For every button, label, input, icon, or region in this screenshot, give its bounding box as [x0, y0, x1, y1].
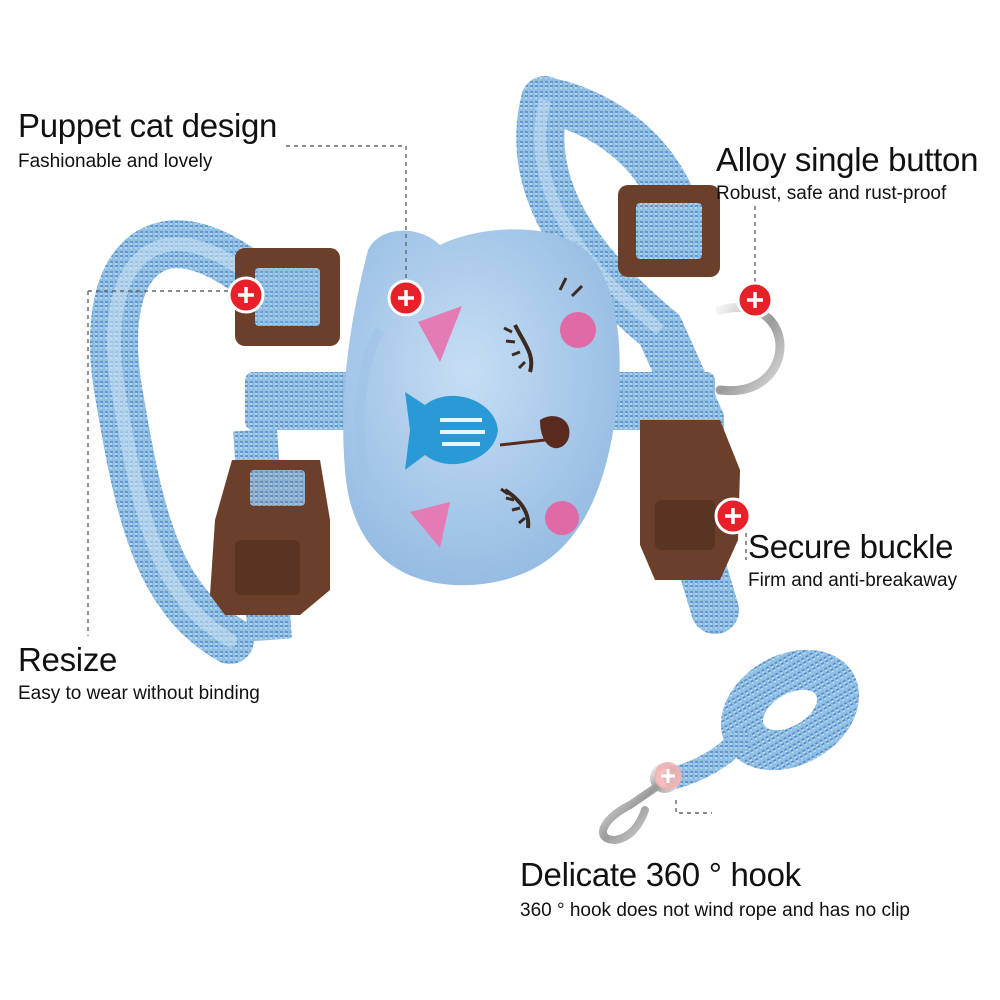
- plus-marker-icon: [736, 281, 774, 319]
- callout-360-hook: Delicate 360 ° hook 360 ° hook does not …: [520, 857, 910, 923]
- left-strap: [90, 220, 274, 664]
- callout-title: Secure buckle: [748, 528, 954, 565]
- callout-resize: Resize Easy to wear without binding: [18, 642, 260, 706]
- plus-marker-icon: [387, 279, 425, 317]
- callout-secure-buckle: Secure buckle Firm and anti-breakaway: [748, 529, 957, 593]
- left-release-buckle: [210, 460, 330, 615]
- plus-marker-icon: [654, 762, 682, 790]
- callout-subtitle: 360 ° hook does not wind rope and has no…: [520, 900, 910, 921]
- callout-title: Alloy single button: [716, 141, 979, 178]
- callout-alloy-single-button: Alloy single button Robust, safe and rus…: [716, 142, 978, 206]
- leader-lines: [87, 145, 756, 814]
- callout-title: Resize: [18, 641, 118, 678]
- callout-puppet-cat-design: Puppet cat design Fashionable and lovely: [18, 108, 277, 174]
- callout-title: Puppet cat design: [18, 107, 278, 144]
- right-release-buckle: [640, 420, 740, 580]
- callout-subtitle: Robust, safe and rust-proof: [716, 183, 947, 204]
- plus-marker-icon: [227, 276, 265, 314]
- callout-title: Delicate 360 ° hook: [520, 856, 801, 893]
- left-slider-buckle: [235, 248, 340, 346]
- leash-coil: [664, 649, 860, 789]
- d-ring-icon: [715, 303, 785, 396]
- fish-icon: [405, 392, 498, 470]
- right-slider-buckle: [618, 185, 720, 277]
- callout-subtitle: Fashionable and lovely: [18, 151, 213, 172]
- callout-subtitle: Firm and anti-breakaway: [748, 570, 958, 591]
- plus-marker-icon: [714, 497, 752, 535]
- callout-subtitle: Easy to wear without binding: [18, 683, 260, 704]
